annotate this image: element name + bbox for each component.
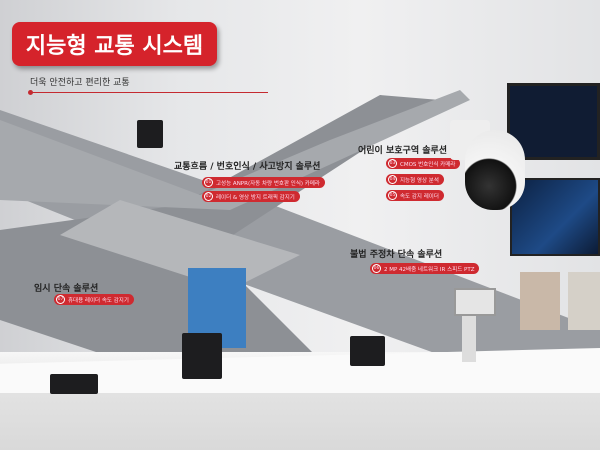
brochure: [568, 272, 600, 330]
speed-radar: [350, 336, 385, 366]
road-upper: [0, 90, 470, 210]
tag-label: CMOS 번호인식 카메라: [400, 161, 456, 168]
tag-label: 고성능 ANPR(자동 차량 번호판 인식) 카메라: [216, 180, 320, 187]
road-main: [0, 110, 600, 355]
tag-number: 02: [204, 192, 213, 201]
tag-label: 레이더 & 영상 방지 트래픽 감지기: [216, 194, 295, 201]
tag-label: 2 MP 42배줌 네트워크 IR 스피드 PTZ: [384, 266, 475, 273]
cmos-camera: [454, 288, 496, 316]
solution-title: 교통흐름 / 번호인식 / 사고방지 솔루션: [174, 162, 321, 172]
tag-number: 03: [388, 159, 397, 168]
ptz-dome-camera: [465, 130, 525, 210]
subtitle: 더욱 안전하고 편리한 교통: [30, 78, 130, 88]
tag-label: 휴대용 레이더 속도 감지기: [68, 297, 129, 304]
solution-title: 불법 주정차 단속 솔루션: [350, 250, 443, 260]
anpr-camera: [137, 120, 163, 148]
solution-title: 임시 단속 솔루션: [34, 284, 99, 294]
page-title: 지능형 교통 시스템: [12, 22, 217, 66]
tag-number: 04: [388, 175, 397, 184]
monitor: [507, 83, 600, 160]
brochure: [520, 272, 560, 330]
traffic-detector: [182, 333, 222, 379]
tag-label: 속도 감지 레이더: [400, 193, 439, 200]
tag-number: 01: [204, 178, 213, 187]
tag-number: 05: [388, 191, 397, 200]
solution-title: 어린이 보호구역 솔루션: [358, 146, 448, 156]
radar-device: [50, 374, 98, 394]
camera-stand: [462, 316, 476, 362]
display-screen: [510, 178, 600, 256]
intersection: [60, 200, 300, 290]
divider-dot: [28, 90, 33, 95]
tag-label: 지능형 영상 분석: [400, 177, 439, 184]
tag-number: 07: [56, 295, 65, 304]
divider: [30, 92, 268, 93]
tag-number: 06: [372, 264, 381, 273]
